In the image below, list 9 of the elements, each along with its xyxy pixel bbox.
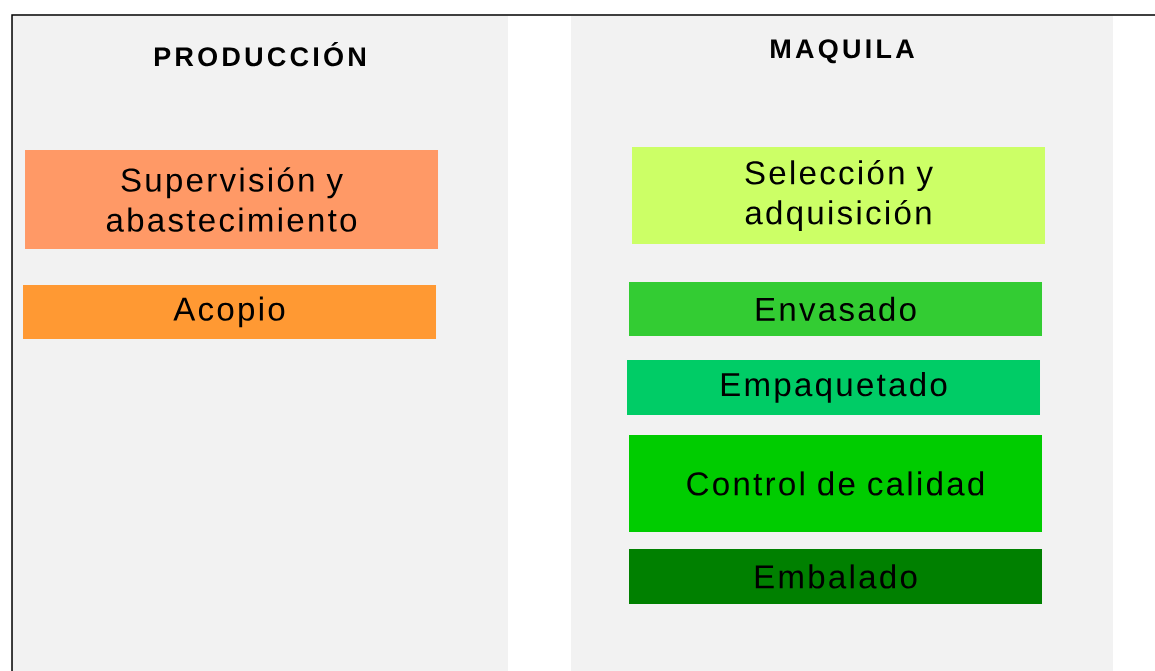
process-box: Control de calidad [629, 435, 1042, 532]
process-box: Selección y adquisición [632, 147, 1045, 244]
process-box: Envasado [629, 282, 1042, 336]
process-box: Embalado [629, 549, 1042, 604]
column-heading: PRODUCCIÓN [155, 42, 365, 67]
process-box: Supervisión y abastecimiento [25, 150, 438, 249]
process-box: Empaquetado [627, 360, 1040, 415]
column-heading: MAQUILA [771, 39, 914, 64]
process-box: Acopio [23, 285, 436, 339]
